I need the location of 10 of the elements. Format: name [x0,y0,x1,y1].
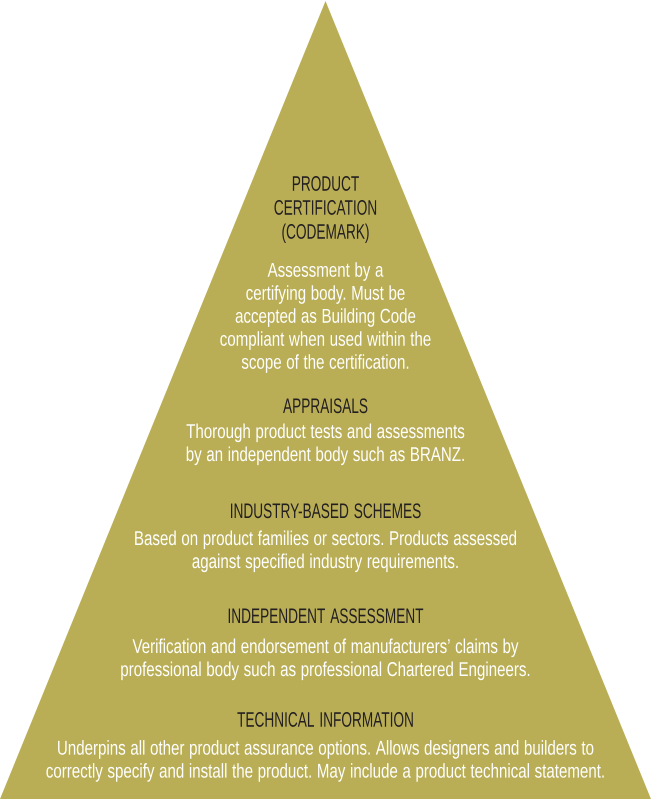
level-description: Based on product families or sectors. Products assessed against specified industry requirements. [135,530,516,572]
level-heading: INDUSTRY-BASED SCHEMES [231,503,421,518]
level-heading: TECHNICAL INFORMATION [237,712,413,727]
level-heading: APPRAISALS [283,398,368,414]
level-description: Verification and endorsement of manufacturers’ claims by professional body such as professional Chartered Engineers. [121,638,530,680]
level-description: Assessment by a certifying body. Must be accepted as Building Code compliant when used within the scope of the certification. [220,262,431,373]
level-description: Underpins all other product assurance options. Allows designers and builders to correctly specify and install the product. May include a product technical statement. [46,740,604,782]
level-heading: INDEPENDENT ASSESSMENT [228,608,424,624]
level-heading: PRODUCT CERTIFICATION (CODEMARK) [274,176,376,244]
level-description: Thorough product tests and assessments by an independent body such as BRANZ. [186,424,464,466]
